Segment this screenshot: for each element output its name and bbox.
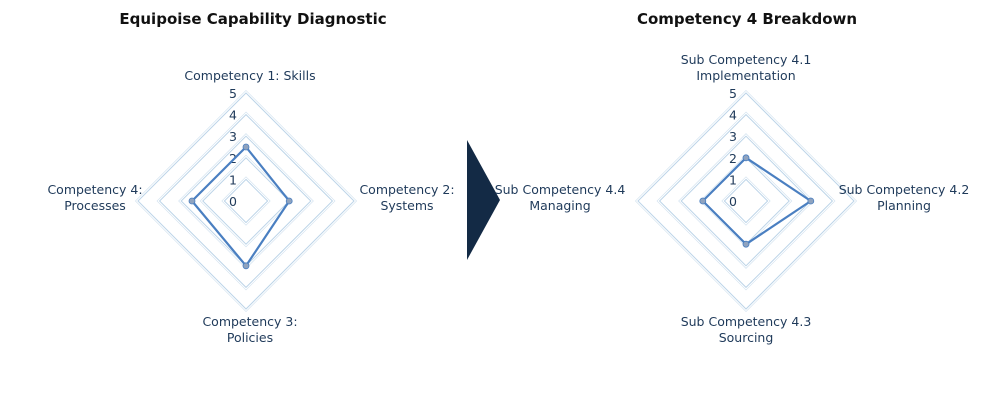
grid-ring-outer xyxy=(634,89,858,313)
grid-ring-outer xyxy=(156,111,336,291)
grid-ring xyxy=(202,157,290,245)
grid-ring-outer xyxy=(721,176,771,226)
grid-ring-outer xyxy=(178,133,314,269)
tick-label: 5 xyxy=(229,86,237,101)
tick-label: 2 xyxy=(229,151,237,166)
grid-ring xyxy=(723,178,769,224)
grid-ring-outer xyxy=(678,133,814,269)
axis-label: Competency 1: Skills xyxy=(184,68,315,83)
tick-label: 1 xyxy=(729,172,737,187)
data-series-line xyxy=(701,156,812,246)
axis-label: Competency 3:Policies xyxy=(202,314,297,345)
data-point xyxy=(742,154,750,162)
grid-ring xyxy=(223,178,269,224)
tick-label: 4 xyxy=(729,108,737,123)
arrow-right-icon xyxy=(467,140,500,260)
data-point xyxy=(242,143,250,151)
axis-label: Competency 4:Processes xyxy=(47,182,142,213)
tick-label: 2 xyxy=(729,151,737,166)
grid-ring xyxy=(680,135,812,267)
chart-title-left: Equipoise Capability Diagnostic xyxy=(119,10,387,28)
data-point xyxy=(188,197,196,205)
tick-label: 4 xyxy=(229,108,237,123)
tick-label: 3 xyxy=(729,129,737,144)
data-point xyxy=(699,197,707,205)
data-point xyxy=(807,197,815,205)
grid-ring xyxy=(702,157,790,245)
grid-ring xyxy=(637,92,855,310)
chart-title-right: Competency 4 Breakdown xyxy=(636,10,858,28)
data-point xyxy=(242,262,250,270)
tick-label: 1 xyxy=(229,172,237,187)
grid-ring-outer xyxy=(656,111,836,291)
tick-label: 3 xyxy=(229,129,237,144)
grid-ring xyxy=(137,92,355,310)
tick-label: 0 xyxy=(229,194,237,209)
grid-ring-outer xyxy=(134,89,358,313)
tick-label: 5 xyxy=(729,86,737,101)
data-point xyxy=(285,197,293,205)
axis-label: Competency 2:Systems xyxy=(359,182,454,213)
tick-label: 0 xyxy=(729,194,737,209)
data-point xyxy=(742,240,750,248)
grid-ring xyxy=(158,113,334,289)
grid-ring xyxy=(658,113,834,289)
grid-ring-outer xyxy=(221,176,271,226)
